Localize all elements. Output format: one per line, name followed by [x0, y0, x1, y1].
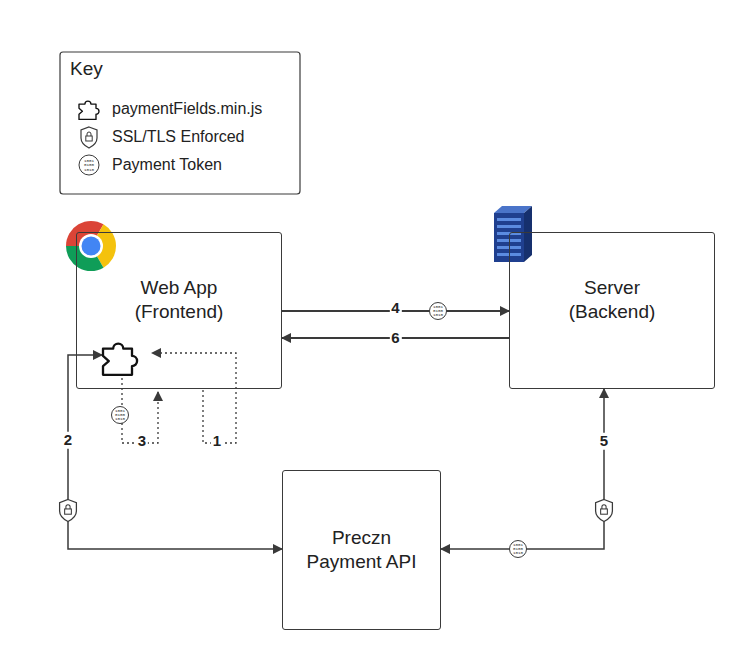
system-box: Preczn Payment API	[282, 470, 441, 630]
box-title: Preczn Payment API	[299, 526, 424, 574]
box-title: Server (Backend)	[557, 276, 667, 324]
token-icon: 1001 0100 1010	[111, 406, 129, 424]
box-title: Web App (Frontend)	[119, 276, 239, 324]
token-digits: 1001 0100 1010	[84, 159, 95, 172]
step-number: 2	[62, 432, 74, 449]
legend-entry: paymentFields.min.js	[112, 100, 262, 118]
shield-icon	[60, 500, 77, 522]
step-number: 5	[598, 433, 610, 450]
token-digits: 1001 0100 1010	[513, 543, 524, 556]
dotted-loop	[152, 353, 236, 443]
token-icon: 1001 0100 1010	[509, 540, 527, 558]
connector	[441, 389, 604, 549]
shield-icon	[81, 127, 97, 148]
system-box: Server (Backend)	[509, 232, 715, 389]
token-icon: 1001 0100 1010	[429, 302, 447, 320]
token-digits: 1001 0100 1010	[433, 305, 444, 318]
step-number: 4	[389, 300, 401, 317]
step-number: 1	[211, 433, 223, 450]
legend-title: Key	[70, 58, 103, 80]
chrome-icon	[66, 221, 116, 271]
token-digits: 1001 0100 1010	[115, 409, 126, 422]
shield-icon	[596, 500, 613, 522]
step-number: 6	[389, 330, 401, 347]
server-icon	[494, 206, 532, 262]
puzzle-icon	[79, 101, 99, 119]
connector	[68, 355, 282, 549]
legend-entry: SSL/TLS Enforced	[112, 128, 245, 146]
step-number: 3	[136, 433, 148, 450]
puzzle-icon	[103, 344, 137, 375]
legend-entry: Payment Token	[112, 156, 222, 174]
legend-box	[60, 52, 300, 194]
token-icon: 1001 0100 1010	[79, 155, 100, 176]
system-box: Web App (Frontend)	[76, 232, 282, 389]
